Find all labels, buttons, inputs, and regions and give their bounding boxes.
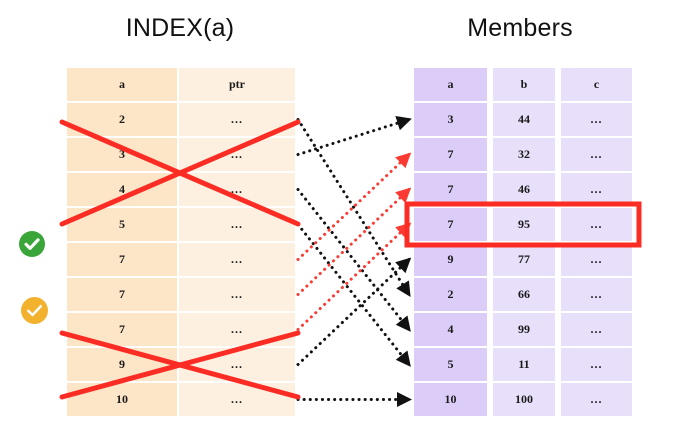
members-cell-a-5: 2 bbox=[414, 278, 487, 311]
pointer-arrow bbox=[296, 257, 412, 366]
members-cell-a-7: 5 bbox=[414, 348, 487, 381]
members-column-header-a: a bbox=[414, 68, 487, 101]
index-cell-a-8: 10 bbox=[67, 383, 177, 416]
table-row: 10... bbox=[67, 383, 295, 416]
table-row: 9... bbox=[67, 348, 295, 381]
members-cell-c-0: ... bbox=[561, 103, 632, 136]
members-column-header-c: c bbox=[561, 68, 632, 101]
members-cell-b-7: 11 bbox=[493, 348, 555, 381]
index-cell-a-6: 7 bbox=[67, 313, 177, 346]
check-circle-filled-amber-icon bbox=[21, 297, 48, 324]
index-cell-ptr-2: ... bbox=[179, 173, 295, 206]
members-cell-a-0: 3 bbox=[414, 103, 487, 136]
members-cell-c-4: ... bbox=[561, 243, 632, 276]
members-cell-b-1: 32 bbox=[493, 138, 555, 171]
index-column-header-a: a bbox=[67, 68, 177, 101]
members-cell-c-2: ... bbox=[561, 173, 632, 206]
members-table-title: Members bbox=[467, 14, 573, 42]
index-cell-ptr-3: ... bbox=[179, 208, 295, 241]
members-cell-a-3: 7 bbox=[414, 208, 487, 241]
index-cell-a-3: 5 bbox=[67, 208, 177, 241]
table-row: 3... bbox=[67, 138, 295, 171]
pointer-arrow-matched bbox=[296, 152, 412, 261]
members-cell-c-3: ... bbox=[561, 208, 632, 241]
table-row: 4... bbox=[67, 173, 295, 206]
index-cell-ptr-7: ... bbox=[179, 348, 295, 381]
index-cell-a-7: 9 bbox=[67, 348, 177, 381]
members-cell-a-6: 4 bbox=[414, 313, 487, 346]
table-row: 5... bbox=[67, 208, 295, 241]
members-cell-b-3: 95 bbox=[493, 208, 555, 241]
table-row: 7... bbox=[67, 278, 295, 311]
table-row: 2... bbox=[67, 103, 295, 136]
index-cell-ptr-1: ... bbox=[179, 138, 295, 171]
members-cell-c-1: ... bbox=[561, 138, 632, 171]
pointer-arrow bbox=[296, 115, 412, 156]
index-cell-a-5: 7 bbox=[67, 278, 177, 311]
members-cell-a-4: 9 bbox=[414, 243, 487, 276]
index-cell-a-2: 4 bbox=[67, 173, 177, 206]
pointer-arrow bbox=[296, 118, 411, 298]
members-cell-a-8: 10 bbox=[414, 383, 487, 416]
pointer-arrow bbox=[296, 188, 411, 332]
index-cell-a-0: 2 bbox=[67, 103, 177, 136]
index-cell-ptr-6: ... bbox=[179, 313, 295, 346]
check-circle-filled-green-icon bbox=[19, 231, 45, 257]
members-cell-c-5: ... bbox=[561, 278, 632, 311]
members-cell-b-0: 44 bbox=[493, 103, 555, 136]
pointer-arrow-matched bbox=[296, 187, 412, 296]
index-cell-ptr-4: ... bbox=[179, 243, 295, 276]
members-cell-a-2: 7 bbox=[414, 173, 487, 206]
index-table-title: INDEX(a) bbox=[125, 14, 235, 42]
index-cell-ptr-0: ... bbox=[179, 103, 295, 136]
members-cell-b-5: 66 bbox=[493, 278, 555, 311]
index-cell-ptr-5: ... bbox=[179, 278, 295, 311]
members-cell-b-8: 100 bbox=[493, 383, 555, 416]
members-cell-a-1: 7 bbox=[414, 138, 487, 171]
pointer-arrow bbox=[296, 223, 411, 367]
members-cell-c-7: ... bbox=[561, 348, 632, 381]
members-cell-b-2: 46 bbox=[493, 173, 555, 206]
table-row: 7... bbox=[67, 243, 295, 276]
members-cell-b-4: 77 bbox=[493, 243, 555, 276]
index-cell-a-1: 3 bbox=[67, 138, 177, 171]
index-cell-a-4: 7 bbox=[67, 243, 177, 276]
members-cell-b-6: 99 bbox=[493, 313, 555, 346]
members-column-header-b: b bbox=[493, 68, 555, 101]
index-cell-ptr-8: ... bbox=[179, 383, 295, 416]
members-cell-c-8: ... bbox=[561, 383, 632, 416]
pointer-arrow-matched bbox=[296, 222, 412, 331]
members-cell-c-6: ... bbox=[561, 313, 632, 346]
index-column-header-ptr: ptr bbox=[179, 68, 295, 101]
table-row: 7... bbox=[67, 313, 295, 346]
